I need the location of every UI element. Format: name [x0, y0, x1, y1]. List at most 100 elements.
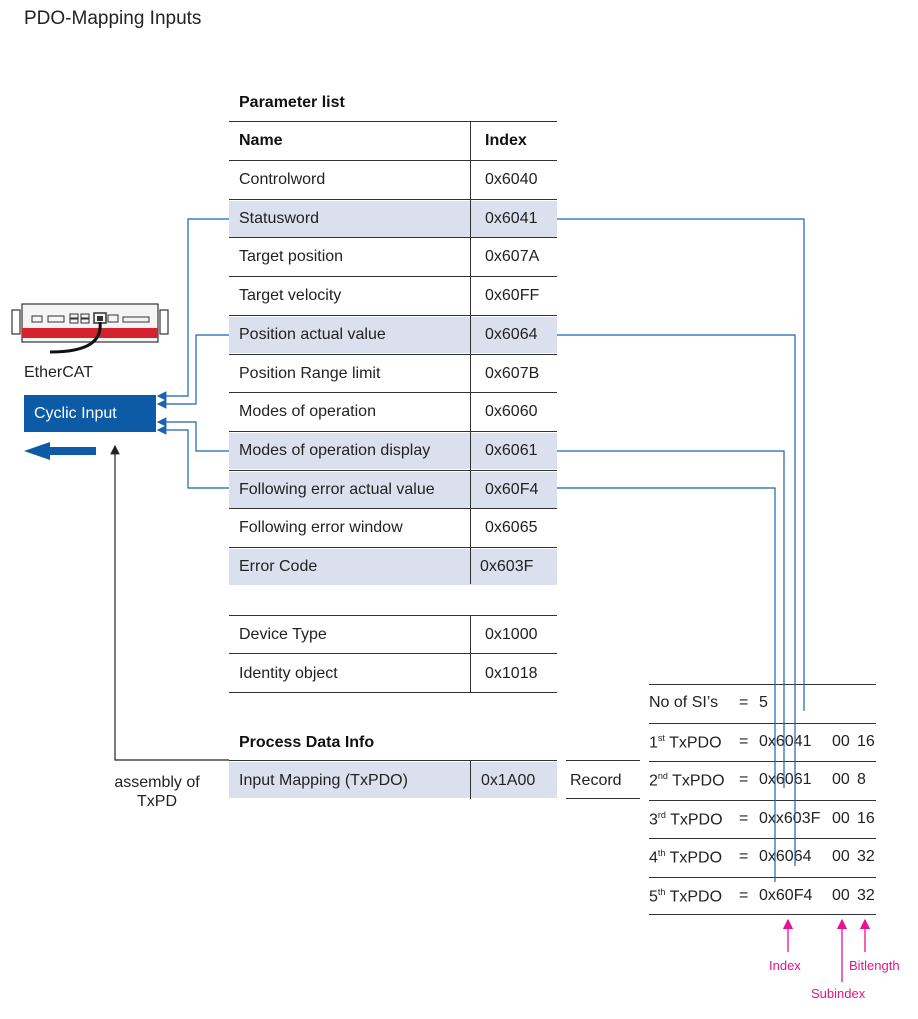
txpdo-row-label: 4th TxPDO — [649, 848, 722, 867]
txpdo-index: 0x60F4 — [759, 887, 813, 904]
txpdo-ordinal-number: 5 — [649, 888, 658, 906]
param-name: Error Code — [239, 558, 318, 575]
param-name: Statusword — [239, 210, 320, 227]
column-header-index: Index — [485, 132, 527, 149]
txpdo-index: 0xx603F — [759, 810, 821, 827]
param-name-identity-object: Identity object — [239, 665, 338, 682]
table-rule — [229, 354, 557, 355]
table-rule — [229, 508, 557, 509]
param-name: Target velocity — [239, 287, 342, 304]
txpdo-ordinal-suffix: nd — [657, 771, 668, 781]
txpdo-index: 0x6041 — [759, 733, 812, 750]
link-modes-display-cyclic — [156, 417, 229, 452]
param-name-device-type: Device Type — [239, 626, 327, 643]
link-statusword-cyclic — [156, 218, 229, 401]
param-name: Position Range limit — [239, 365, 381, 382]
txpdo-ordinal-suffix: th — [657, 848, 666, 858]
txpdo-row-name: TxPDO — [667, 772, 725, 790]
txpdo-rule — [649, 838, 876, 839]
table-top-rule — [229, 121, 557, 122]
assembly-arrow — [110, 444, 229, 761]
txpdo-rule — [649, 684, 876, 685]
txpdo-ordinal-number: 3 — [649, 811, 658, 829]
link-position-txpdo — [557, 334, 796, 866]
txpdo-subindex: 00 — [832, 733, 850, 750]
param-index-identity-object: 0x1018 — [485, 665, 538, 682]
table-rule — [229, 470, 557, 471]
param-name: Following error window — [239, 519, 403, 536]
txpdo-row-name: TxPDO — [665, 811, 723, 829]
txpdo-row-label: 5th TxPDO — [649, 887, 722, 906]
txpdo-bitlength: 32 — [857, 848, 875, 865]
txpdo-rule — [649, 914, 876, 915]
link-position-cyclic — [156, 334, 229, 409]
txpdo-ordinal-number: 2 — [649, 772, 658, 790]
assembly-label: assembly of TxPD — [108, 773, 206, 811]
param-index: 0x6041 — [485, 210, 538, 227]
txpdo-bitlength: 8 — [857, 771, 866, 788]
param-name: Following error actual value — [239, 481, 435, 498]
link-following-error-cyclic — [156, 425, 229, 489]
row-highlight — [229, 433, 557, 469]
legend-index-label: Index — [769, 958, 801, 973]
param-index: 0x607A — [485, 248, 540, 265]
table-rule — [229, 160, 557, 161]
cyclic-input-box: Cyclic Input — [24, 395, 156, 432]
legend-subindex-label: Subindex — [811, 986, 866, 1001]
txpdo-bitlength: 16 — [857, 810, 875, 827]
param-name: Modes of operation — [239, 403, 376, 420]
txpdo-row-name: TxPDO — [664, 734, 722, 752]
txpdo-subindex: 00 — [832, 887, 850, 904]
table-rule — [229, 653, 557, 654]
txpdo-row-label: 1st TxPDO — [649, 733, 722, 752]
table-column-divider — [470, 761, 471, 799]
txpdo-equals: = — [739, 733, 749, 750]
row-highlight — [229, 317, 557, 353]
param-index: 0x6060 — [485, 403, 538, 420]
ethercat-label: EtherCAT — [24, 364, 94, 381]
txpdo-bitlength: 16 — [857, 733, 875, 750]
process-data-heading: Process Data Info — [239, 734, 375, 751]
txpdo-ordinal-number: 1 — [649, 734, 658, 752]
txpdo-row-name: TxPDO — [665, 888, 723, 906]
table-rule — [229, 431, 557, 432]
param-index: 0x6040 — [485, 171, 538, 188]
txpdo-equals: = — [739, 810, 749, 827]
param-index: 0x6064 — [485, 326, 538, 343]
txpdo-equals: = — [739, 694, 749, 711]
link-modes-display-txpdo — [557, 450, 785, 788]
txpdo-index: 0x6061 — [759, 771, 812, 788]
txpdo-count-label: No of SI’s — [649, 694, 719, 711]
output-arrow-icon — [24, 442, 96, 460]
txpdo-subindex: 00 — [832, 771, 850, 788]
table-column-divider — [470, 121, 471, 584]
txpdo-rule — [649, 877, 876, 878]
record-top-rule — [566, 760, 640, 761]
param-name: Target position — [239, 248, 344, 265]
table-rule — [229, 199, 557, 200]
txpdo-ordinal-suffix: th — [657, 887, 666, 897]
row-highlight — [229, 549, 557, 585]
param-index: 0x6061 — [485, 442, 538, 459]
legend-bitlength-label: Bitlength — [849, 958, 900, 973]
param-name: Modes of operation display — [239, 442, 431, 459]
txpdo-subindex: 00 — [832, 810, 850, 827]
txpdo-bitlength: 32 — [857, 887, 875, 904]
table-rule — [229, 237, 557, 238]
param-name: Position actual value — [239, 326, 386, 343]
param-index: 0x60FF — [485, 287, 540, 304]
txpdo-equals: = — [739, 887, 749, 904]
table-rule — [229, 315, 557, 316]
param-index: 0x603F — [480, 558, 534, 575]
txpdo-ordinal-suffix: rd — [657, 810, 666, 820]
process-data-highlight — [229, 762, 557, 798]
table-rule — [229, 276, 557, 277]
page-title: PDO-Mapping Inputs — [24, 8, 202, 29]
row-highlight — [229, 472, 557, 508]
txpdo-ordinal-number: 4 — [649, 849, 658, 867]
table-rule — [229, 547, 557, 548]
table-rule — [229, 760, 557, 761]
param-index-device-type: 0x1000 — [485, 626, 538, 643]
param-index: 0x6065 — [485, 519, 538, 536]
parameter-list-heading: Parameter list — [239, 94, 345, 111]
